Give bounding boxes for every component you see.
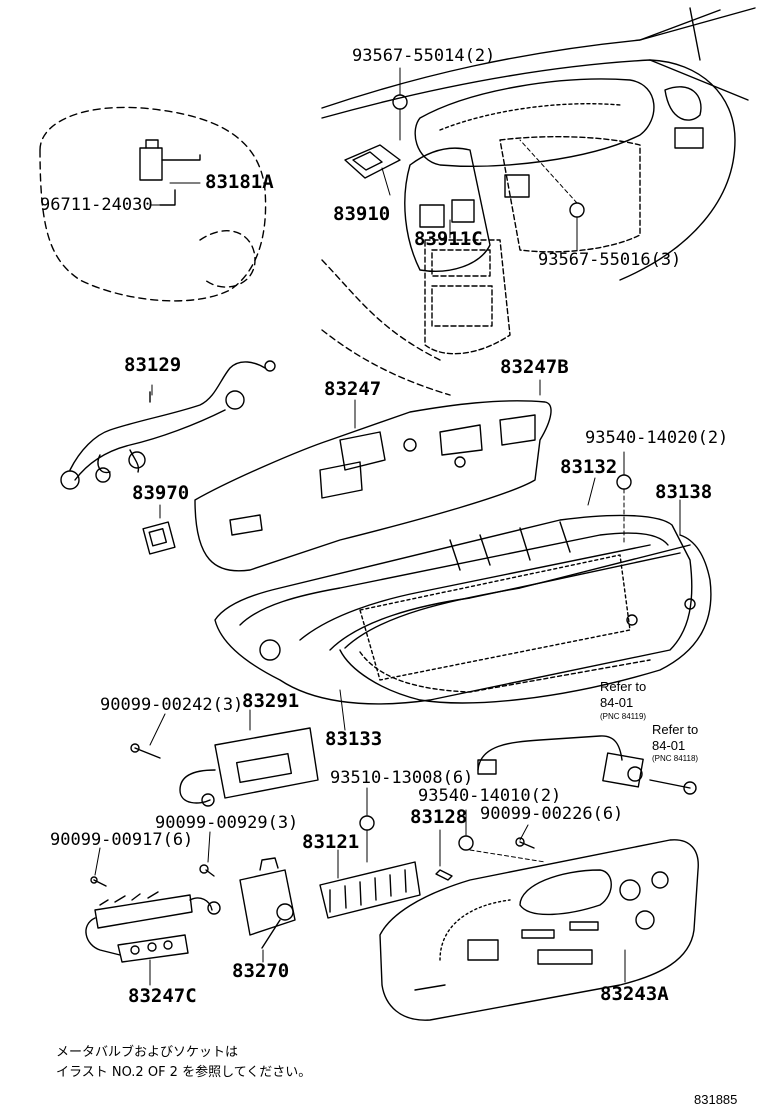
label-83133: 83133 (325, 728, 383, 750)
label-93567-55016: 93567-55016(3) (538, 250, 682, 270)
label-83247: 83247 (324, 378, 382, 400)
label-83911C: 83911C (414, 228, 483, 250)
speed-sensor-drawing (139, 139, 201, 206)
label-90099-00917: 90099-00917(6) (50, 830, 194, 850)
label-83243A: 83243A (600, 983, 669, 1005)
label-83910: 83910 (333, 203, 391, 225)
refer2-line2: 84-01 (652, 738, 686, 753)
label-96711-24030: 96711-24030 (40, 195, 153, 215)
label-83138: 83138 (655, 481, 713, 503)
refer2-line1: Refer to (652, 722, 699, 737)
label-93510-13008: 93510-13008(6) (330, 768, 474, 788)
footnote-line1: メータバルブおよびソケットは (56, 1045, 239, 1060)
meter-face-83243A-drawing (379, 839, 699, 1021)
label-93540-14020: 93540-14020(2) (585, 428, 729, 448)
refer1-pnc: (PNC 84119) (600, 712, 647, 721)
refer1-line1: Refer to (600, 679, 647, 694)
socket-83970-drawing (142, 521, 176, 555)
wire-84119-drawing (477, 735, 644, 788)
label-83128: 83128 (410, 806, 468, 828)
label-90099-00242: 90099-00242(3) (100, 695, 244, 715)
label-83129: 83129 (124, 354, 182, 376)
bracket-83247-drawing (194, 400, 552, 572)
label-83121: 83121 (302, 831, 360, 853)
label-83247B: 83247B (500, 356, 569, 378)
label-93567-55014: 93567-55014(2) (352, 46, 496, 66)
harness-83129-drawing (60, 360, 276, 490)
leader-lines (94, 67, 681, 986)
figure-number: 831885 (694, 1092, 738, 1107)
label-83291: 83291 (242, 690, 300, 712)
label-90099-00226: 90099-00226(6) (480, 804, 624, 824)
engine-drawing (39, 106, 267, 302)
display-83291-drawing (179, 727, 319, 807)
tachometer-83121-drawing (319, 861, 453, 919)
switch-83270-drawing (239, 857, 296, 949)
dashboard-drawing (321, 7, 756, 396)
footnote-line2: イラスト NO.2 OF 2 を参照してください。 (56, 1065, 312, 1080)
meter-case-drawing (214, 514, 712, 705)
refer1-line2: 84-01 (600, 695, 634, 710)
label-83247C: 83247C (128, 985, 197, 1007)
label-83132: 83132 (560, 456, 618, 478)
screws-drawing (90, 743, 697, 887)
label-83270: 83270 (232, 960, 290, 982)
socket-board-83247C-drawing (85, 891, 221, 963)
refer2-pnc: (PNC 84118) (652, 754, 699, 763)
label-83181A: 83181A (205, 171, 274, 193)
label-83970: 83970 (132, 482, 190, 504)
label-90099-00929: 90099-00929(3) (155, 813, 299, 833)
label-93540-14010: 93540-14010(2) (418, 786, 562, 806)
